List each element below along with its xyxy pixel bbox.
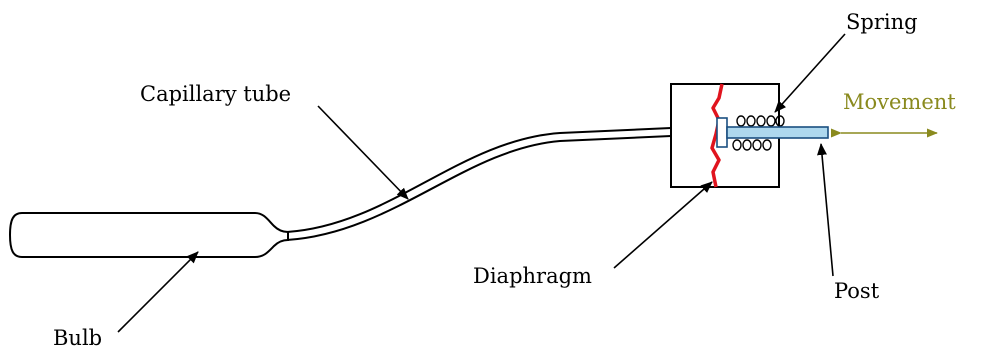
capillary-tube: [286, 127, 672, 241]
label-capillary-tube: Capillary tube: [140, 82, 291, 106]
label-bulb: Bulb: [53, 326, 102, 350]
label-spring: Spring: [846, 10, 918, 34]
bulb-leader-arrow: [117, 251, 199, 333]
diaphragm-shape: [710, 83, 724, 188]
label-movement: Movement: [843, 90, 956, 114]
capillary-leader-arrow: [317, 105, 409, 200]
post-rod: [726, 126, 829, 139]
label-diaphragm: Diaphragm: [473, 264, 592, 288]
diaphragm-leader-arrow: [613, 181, 713, 269]
label-post: Post: [834, 279, 880, 303]
diaphragm-plate: [716, 117, 728, 148]
post-leader-arrow: [817, 143, 834, 277]
bulb-shape: [8, 212, 289, 258]
spring-leader-arrow: [774, 33, 846, 113]
spring-coils: [732, 115, 785, 151]
